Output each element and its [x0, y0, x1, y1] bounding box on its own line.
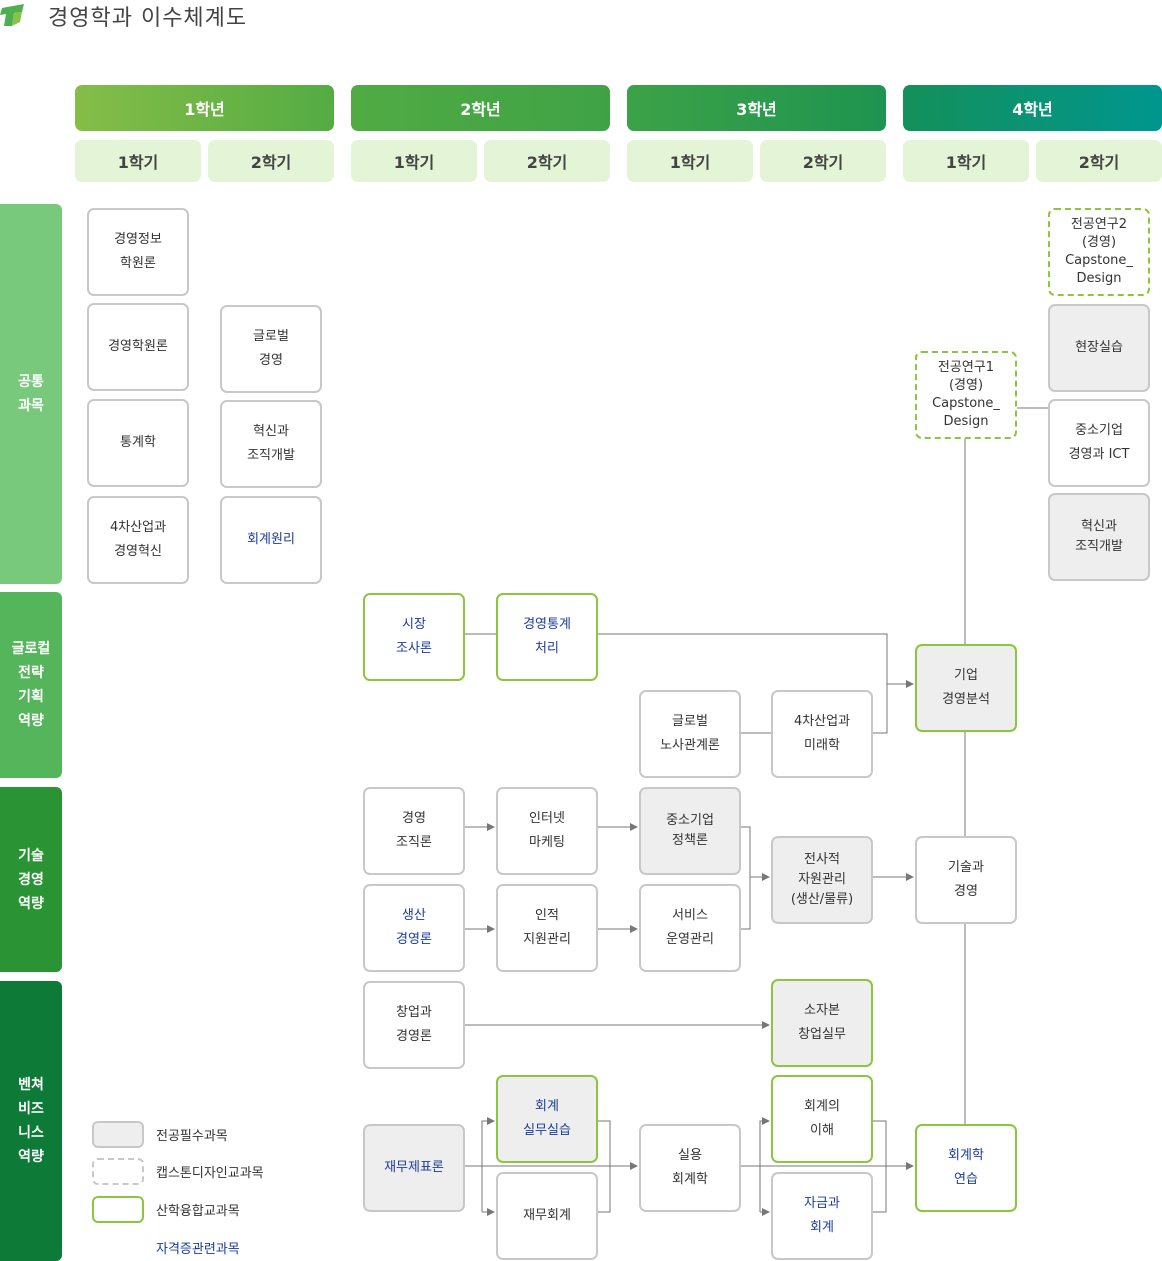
course-box[interactable]: 기술과 경영 [915, 836, 1017, 924]
category-venture-business: 벤쳐 비즈 니스 역량 [0, 981, 62, 1261]
course-box[interactable]: 글로벌 경영 [220, 305, 322, 393]
semester-2-2: 2학기 [484, 140, 610, 182]
semester-3-1: 1학기 [627, 140, 753, 182]
year-3-header: 3학년 [627, 85, 886, 131]
page-title: 경영학과 이수체계도 [48, 6, 248, 31]
category-glocal-strategy: 글로컬 전략 기획 역량 [0, 592, 62, 778]
required-course-box[interactable]: 재무제표론 [363, 1124, 465, 1212]
category-common: 공통 과목 [0, 204, 62, 584]
legend-capstone-swatch [92, 1158, 144, 1185]
semester-2-1: 1학기 [351, 140, 477, 182]
school-logo-icon [0, 4, 24, 26]
legend-industry-label: 산학융합교과목 [156, 1204, 240, 1219]
course-box[interactable]: 경영 조직론 [363, 787, 465, 875]
year-1-header: 1학년 [75, 85, 334, 131]
course-box[interactable]: 인터넷 마케팅 [496, 787, 598, 875]
course-box[interactable]: 인적 지원관리 [496, 884, 598, 972]
course-box[interactable]: 경영학원론 [87, 303, 189, 391]
course-box[interactable]: 창업과 경영론 [363, 981, 465, 1069]
industry-course-box[interactable]: 회계의 이해 [771, 1075, 873, 1163]
industry-course-box[interactable]: 소자본 창업실무 [771, 979, 873, 1067]
year-2-header: 2학년 [351, 85, 610, 131]
legend-required-swatch [92, 1121, 144, 1148]
category-tech-management: 기술 경영 역량 [0, 787, 62, 972]
required-course-box[interactable]: 혁신과 조직개발 [1048, 493, 1150, 581]
course-box[interactable]: 4차산업과 미래학 [771, 690, 873, 778]
year-4-header: 4학년 [903, 85, 1162, 131]
course-box[interactable]: 통계학 [87, 399, 189, 487]
industry-course-box[interactable]: 회계학 연습 [915, 1124, 1017, 1212]
course-box[interactable]: 중소기업 경영과 ICT [1048, 399, 1150, 487]
required-course-box[interactable]: 전사적 자원관리 (생산/물류) [771, 836, 873, 924]
legend-capstone-label: 캡스톤디자인교과목 [156, 1166, 264, 1181]
required-course-box[interactable]: 중소기업 정책론 [639, 787, 741, 875]
course-box[interactable]: 재무회계 [496, 1172, 598, 1260]
legend-certificate-label: 자격증관련과목 [156, 1242, 240, 1257]
semester-4-2: 2학기 [1036, 140, 1162, 182]
course-box[interactable]: 4차산업과 경영혁신 [87, 496, 189, 584]
course-box[interactable]: 혁신과 조직개발 [220, 400, 322, 488]
required-course-box[interactable]: 현장실습 [1048, 304, 1150, 392]
capstone-course-box[interactable]: 전공연구2 (경영) Capstone_ Design [1048, 208, 1150, 296]
course-box[interactable]: 서비스 운영관리 [639, 884, 741, 972]
industry-course-box[interactable]: 기업 경영분석 [915, 644, 1017, 732]
course-box[interactable]: 실용 회계학 [639, 1124, 741, 1212]
semester-4-1: 1학기 [903, 140, 1029, 182]
course-box[interactable]: 경영정보 학원론 [87, 208, 189, 296]
industry-course-box[interactable]: 경영통계 처리 [496, 593, 598, 681]
industry-course-box[interactable]: 회계 실무실습 [496, 1075, 598, 1163]
semester-3-2: 2학기 [760, 140, 886, 182]
capstone-course-box[interactable]: 전공연구1 (경영) Capstone_ Design [915, 351, 1017, 439]
legend-industry-swatch [92, 1196, 144, 1223]
semester-1-2: 2학기 [208, 140, 334, 182]
course-box[interactable]: 생산 경영론 [363, 884, 465, 972]
industry-course-box[interactable]: 시장 조사론 [363, 593, 465, 681]
legend-required-label: 전공필수과목 [156, 1129, 228, 1144]
course-box[interactable]: 자금과 회계 [771, 1172, 873, 1260]
course-box[interactable]: 글로벌 노사관계론 [639, 690, 741, 778]
semester-1-1: 1학기 [75, 140, 201, 182]
course-box[interactable]: 회계원리 [220, 496, 322, 584]
